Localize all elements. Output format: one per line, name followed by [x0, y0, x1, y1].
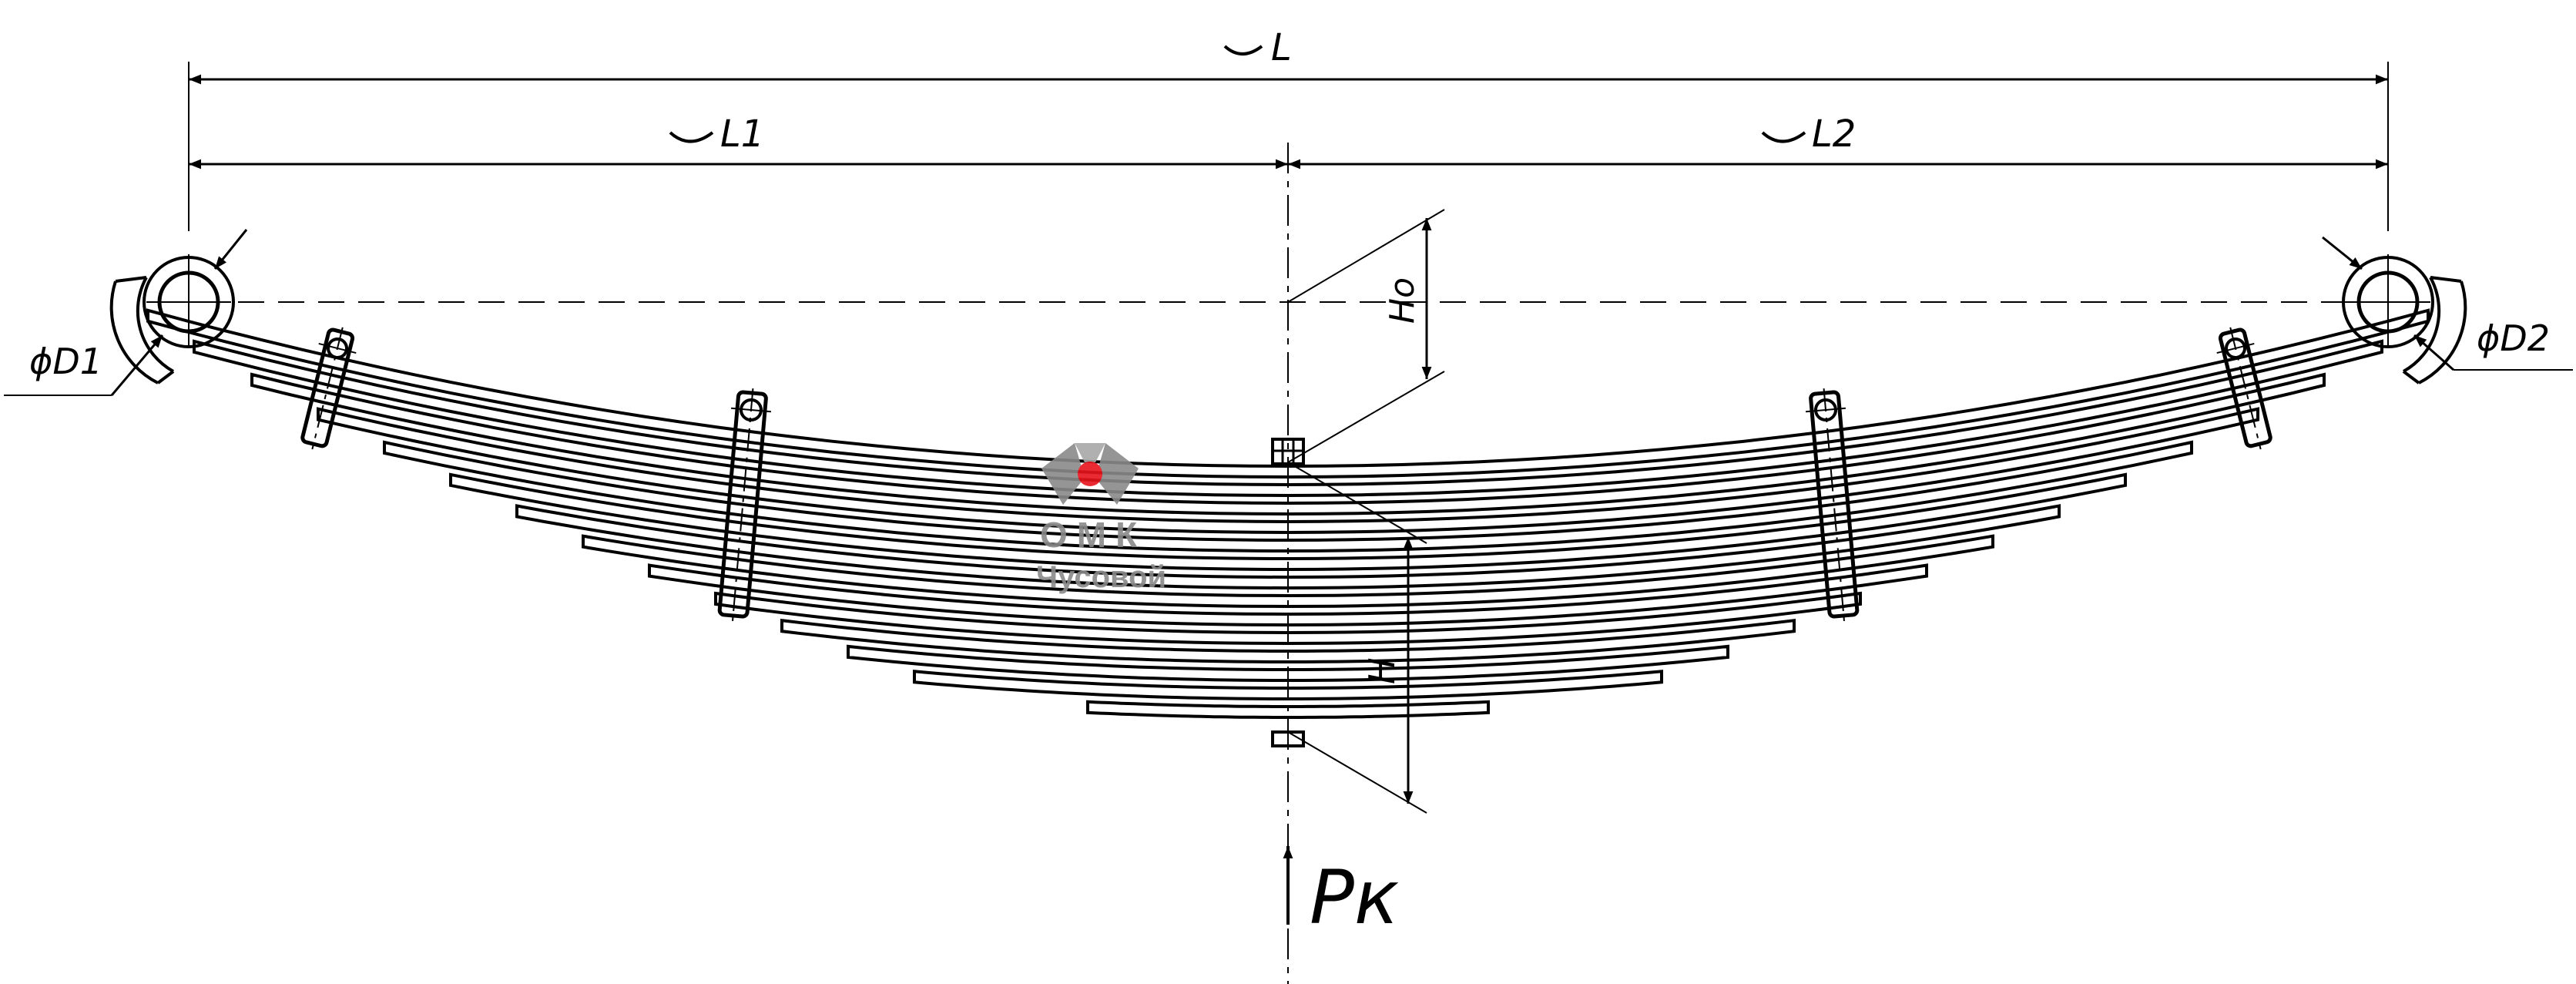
label-l1: L1 [720, 113, 764, 156]
clamp-left-inner [717, 388, 771, 622]
spring-leaf [449, 472, 2127, 572]
dim-arrow-d2-top [2322, 236, 2363, 270]
spring-leaf [648, 563, 1928, 627]
omk-logo-dot [1078, 462, 1102, 486]
spring-leaf [847, 644, 1729, 682]
ext-line-ho-top [1287, 209, 1445, 303]
spring-leaf [714, 591, 1862, 646]
omk-logo-line1: ОМК [1040, 515, 1146, 555]
spring-leaves [146, 308, 2430, 719]
clamp-left-outer [300, 327, 357, 450]
arc-symbol-l1 [669, 131, 714, 143]
spring-leaf [317, 407, 2259, 535]
dim-arrow-d2-bottom [2413, 334, 2454, 371]
arc-symbol-l2 [1761, 131, 1806, 143]
omk-logo: ОМК Чусовой [1036, 443, 1166, 594]
omk-logo-line2: Чусовой [1036, 560, 1166, 594]
label-h: H [1361, 657, 1403, 684]
label-ho: Hо [1383, 277, 1422, 324]
label-load: Pк [1310, 855, 1399, 941]
dim-arrow-d1-bottom [110, 334, 164, 396]
label-l: L [1271, 26, 1292, 69]
omk-logo-emblem [1041, 443, 1139, 505]
label-l2: L2 [1812, 113, 1856, 156]
label-d2: ϕD2 [2477, 317, 2550, 359]
spring-leaf [383, 440, 2193, 553]
clamp-right-outer [2216, 327, 2272, 450]
spring-leaf [582, 534, 1994, 609]
ext-line-ho-bottom [1287, 371, 1445, 463]
ext-line-h-bottom [1287, 731, 1427, 814]
ext-line-h-top [1287, 462, 1427, 544]
spring-leaf [250, 372, 2326, 516]
spring-leaf [193, 339, 2383, 498]
spring-leaf [515, 504, 2061, 590]
arc-symbol-l [1223, 45, 1263, 55]
spring-leaf [780, 618, 1796, 663]
label-d1: ϕD1 [29, 341, 102, 382]
spring-leaf [913, 670, 1663, 700]
clamp-right-inner [1806, 388, 1860, 622]
dim-arrow-d1-top [213, 229, 248, 270]
